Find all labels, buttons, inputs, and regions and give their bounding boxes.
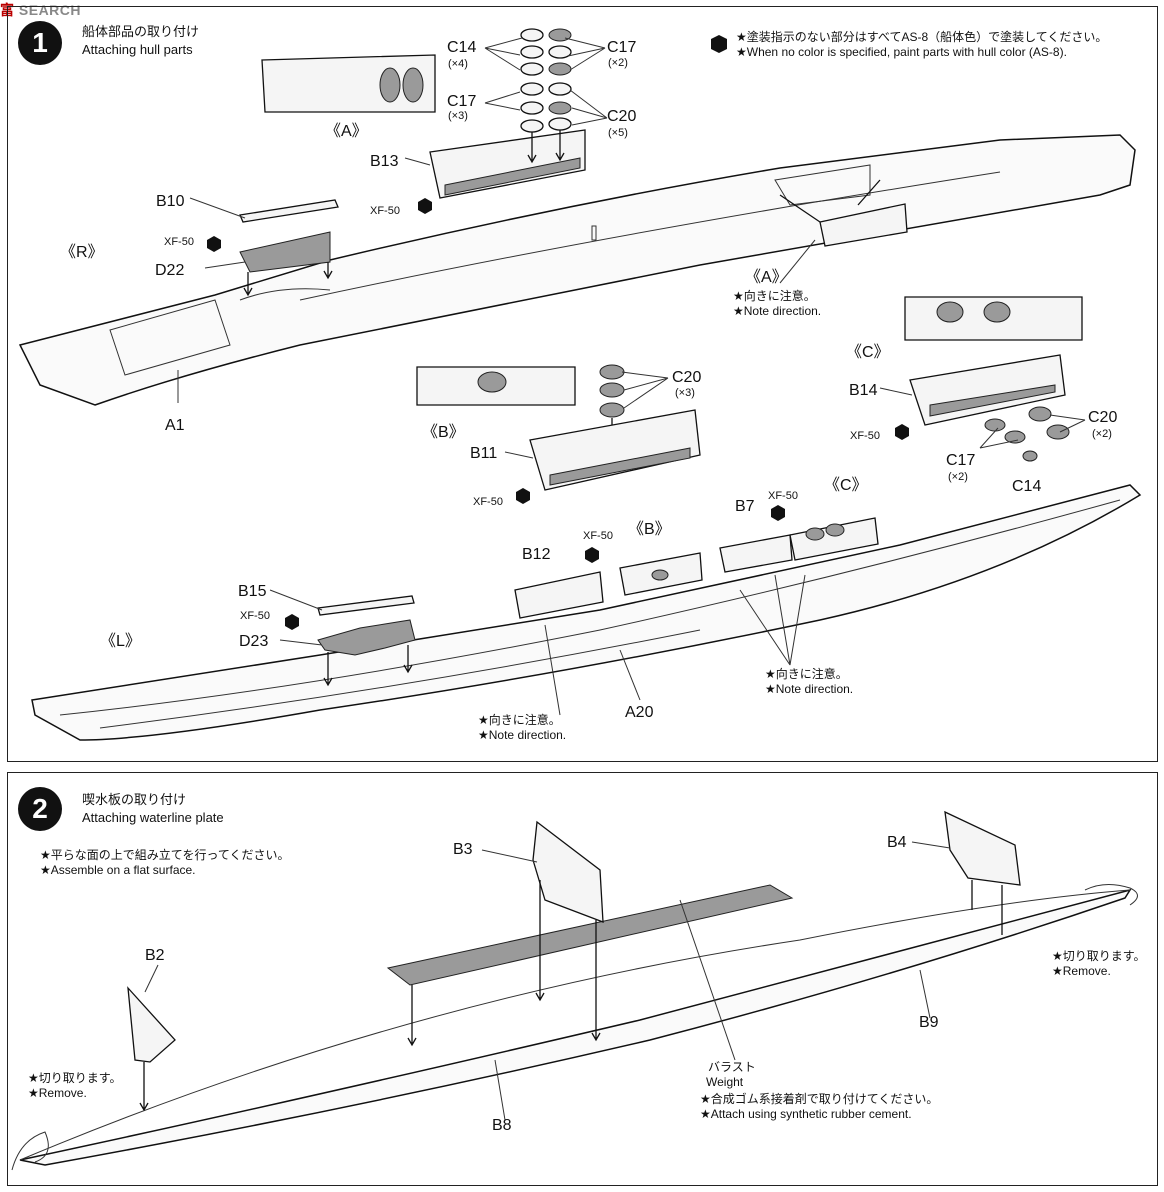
- label-b13: B13: [370, 153, 399, 170]
- note-jp-3: ★向きに注意。: [765, 667, 848, 681]
- label-r: 《R》: [60, 244, 104, 261]
- remove-note-en-left: ★Remove.: [28, 1086, 87, 1100]
- hull-a20: [31, 484, 1142, 741]
- label-xf50-5: XF-50: [768, 490, 798, 502]
- label-c17b: C17: [447, 93, 477, 110]
- label-c-top: 《C》: [846, 344, 890, 361]
- label-xf50-6: XF-50: [583, 530, 613, 542]
- cement-note-en: ★Attach using synthetic rubber cement.: [700, 1107, 912, 1121]
- label-c17b-qty: (×3): [448, 110, 468, 122]
- part-b11: [529, 409, 701, 491]
- label-xf50-2: XF-50: [164, 236, 194, 248]
- remove-note-en-right: ★Remove.: [1052, 964, 1111, 978]
- part-b12: [514, 571, 604, 619]
- label-d22: D22: [155, 262, 185, 279]
- paint-note-en: ★When no color is specified, paint parts…: [736, 45, 1067, 59]
- step1-panel: [7, 6, 1158, 762]
- weight-label-en: Weight: [706, 1075, 744, 1089]
- label-b2: B2: [145, 947, 165, 964]
- note-en-2: ★Note direction.: [478, 728, 567, 742]
- label-xf50-1: XF-50: [370, 205, 400, 217]
- label-l: 《L》: [100, 633, 141, 650]
- label-b15: B15: [238, 583, 267, 600]
- label-c-mid: 《C》: [824, 477, 868, 494]
- label-c20-qty: (×5): [608, 127, 628, 139]
- label-b-top: 《B》: [422, 424, 465, 441]
- flat-note-jp: ★平らな面の上で組み立てを行ってください。: [40, 848, 290, 862]
- label-a-top: 《A》: [325, 123, 368, 140]
- weight-label-jp: バラスト: [708, 1060, 756, 1074]
- label-b8: B8: [492, 1117, 512, 1134]
- label-b9: B9: [919, 1014, 939, 1031]
- part-b3: [532, 820, 604, 923]
- label-c20c-qty: (×3): [675, 387, 695, 399]
- label-b11: B11: [470, 445, 498, 462]
- note-en-1: ★Note direction.: [733, 304, 822, 318]
- note-jp-2: ★向きに注意。: [478, 713, 561, 727]
- part-b10: [239, 199, 339, 223]
- label-d23: D23: [239, 633, 269, 650]
- label-b10: B10: [156, 193, 185, 210]
- label-c17-qty: (×2): [608, 57, 628, 69]
- flat-note-en: ★Assemble on a flat surface.: [40, 863, 196, 877]
- part-b4: [944, 810, 1021, 886]
- label-c20c: C20: [672, 369, 702, 386]
- cement-note-jp: ★合成ゴム系接着剤で取り付けてください。: [700, 1092, 939, 1106]
- step2-panel: [7, 772, 1158, 1186]
- ballast-weight: [386, 884, 794, 986]
- label-c20b: C20: [1088, 409, 1118, 426]
- remove-note-jp-left: ★切り取ります。: [28, 1071, 122, 1085]
- part-c-box: [789, 517, 879, 561]
- part-b15: [317, 595, 415, 616]
- label-c20b-qty: (×2): [1092, 428, 1112, 440]
- label-c14: C14: [447, 39, 477, 56]
- label-b12: B12: [522, 546, 551, 563]
- part-b7: [719, 534, 793, 573]
- label-xf50-3: XF-50: [850, 430, 880, 442]
- label-a20: A20: [625, 704, 654, 721]
- label-c14b: C14: [1012, 478, 1042, 495]
- label-c17c: C17: [946, 452, 976, 469]
- label-c17: C17: [607, 39, 637, 56]
- label-c20: C20: [607, 108, 637, 125]
- c-discs-group: [520, 28, 572, 164]
- label-c17c-qty: (×2): [948, 471, 968, 483]
- label-b4: B4: [887, 834, 907, 851]
- part-b2: [127, 986, 176, 1063]
- remove-note-jp-right: ★切り取ります。: [1052, 949, 1146, 963]
- label-c14-qty: (×4): [448, 58, 468, 70]
- label-b3: B3: [453, 841, 473, 858]
- label-b7: B7: [735, 498, 755, 515]
- step1-title-en: Attaching hull parts: [82, 42, 193, 57]
- step1-title-jp: 船体部品の取り付け: [82, 24, 200, 39]
- note-jp-1: ★向きに注意。: [733, 289, 816, 303]
- label-a-right: 《A》: [745, 269, 788, 286]
- hull-a1: [18, 134, 1136, 406]
- label-xf50-7: XF-50: [240, 610, 270, 622]
- paint-marker-icon: [711, 35, 727, 53]
- step2-number: 2: [18, 787, 62, 831]
- label-xf50-4: XF-50: [473, 496, 503, 508]
- part-a-right: [819, 203, 908, 247]
- step1-number: 1: [18, 21, 62, 65]
- step2-title-jp: 喫水板の取り付け: [82, 792, 187, 807]
- label-b-mid: 《B》: [628, 521, 671, 538]
- part-d22: [239, 231, 331, 273]
- label-b14: B14: [849, 382, 878, 399]
- label-a1: A1: [165, 417, 185, 434]
- step2-title-en: Attaching waterline plate: [82, 810, 224, 825]
- part-d23: [317, 619, 416, 656]
- note-en-3: ★Note direction.: [765, 682, 854, 696]
- paint-note-jp: ★塗装指示のない部分はすべてAS-8（船体色）で塗装してください。: [736, 30, 1108, 44]
- waterline-plate: [19, 888, 1132, 1166]
